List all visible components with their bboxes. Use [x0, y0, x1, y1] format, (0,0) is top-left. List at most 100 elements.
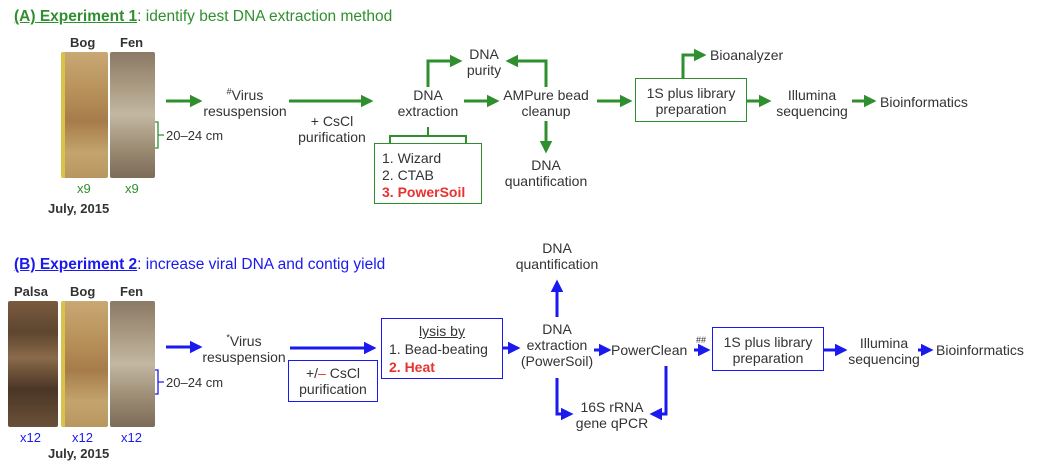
exp1-method-3: 3. PowerSoil [382, 184, 466, 200]
arrow-ampure-to-purity [505, 54, 548, 87]
exp1-dna-extraction-line1: DNA [413, 87, 443, 103]
exp2-illumina: Illumina sequencing [844, 335, 924, 367]
exp1-ampure-line1: AMPure bead [503, 87, 589, 103]
exp2-cscl: +/– CsCl purification [288, 365, 378, 397]
exp2-powerclean-sup: ## [696, 335, 707, 345]
exp2-dna-extraction: DNA extraction (PowerSoil) [512, 321, 602, 369]
exp1-dna-extraction: DNA extraction [383, 87, 473, 119]
exp2-virus-sup: * [226, 332, 230, 343]
exp2-site-bog: Bog [70, 284, 96, 299]
exp1-virus-sup: # [226, 86, 232, 97]
exp1-count-bog: x9 [77, 181, 91, 196]
exp2-cscl-line2: purification [299, 381, 367, 397]
exp2-library-line1: 1S plus library [723, 334, 813, 350]
exp1-ampure: AMPure bead cleanup [491, 87, 601, 119]
exp1-bioinformatics: Bioinformatics [880, 94, 968, 110]
exp2-illumina-line1: Illumina [859, 335, 909, 351]
exp1-header: (A) Experiment 1: identify best DNA extr… [14, 9, 392, 25]
exp1-count-fen: x9 [125, 181, 139, 196]
exp2-rrna-line2: gene qPCR [575, 415, 649, 431]
exp2-resuspension: resuspension [202, 349, 286, 365]
soil-core-fen-2 [110, 301, 155, 427]
exp2-count-bog: x12 [72, 430, 93, 445]
soil-core-fen [110, 52, 155, 178]
exp1-illumina-line2: sequencing [776, 103, 848, 119]
exp2-illumina-line2: sequencing [848, 351, 920, 367]
exp2-dna-extraction-line1: DNA [542, 321, 572, 337]
exp1-cscl-line2: purification [298, 129, 366, 145]
exp2-depth: 20–24 cm [166, 375, 224, 390]
exp1-cscl: + CsCl purification [282, 113, 382, 145]
exp2-bioinformatics: Bioinformatics [936, 342, 1024, 358]
exp2-powerclean: PowerClean [611, 342, 688, 358]
exp1-cscl-line1: + CsCl [310, 113, 354, 129]
exp1-library-line2: preparation [655, 101, 727, 117]
soil-core-bog-2 [61, 301, 108, 427]
exp1-illumina-line1: Illumina [787, 87, 837, 103]
exp1-resuspension: resuspension [203, 103, 287, 119]
exp1-dna-purity: DNA purity [444, 46, 524, 78]
arrow-extraction-to-purity [426, 54, 463, 87]
exp2-dna-extraction-line3: (PowerSoil) [520, 353, 594, 369]
exp1-dna-extraction-line2: extraction [397, 103, 459, 119]
exp2-rrna-line1: 16S rRNA [580, 399, 644, 415]
exp2-dna-quant-line1: DNA [542, 240, 572, 256]
exp2-date: July, 2015 [48, 446, 110, 461]
arrow-powerclean-to-rrna [649, 366, 668, 421]
soil-core-palsa [8, 301, 58, 427]
exp1-dna-purity-line2: purity [466, 62, 502, 78]
exp1-library-box [635, 78, 747, 122]
exp2-library-box [712, 327, 824, 371]
arrow-library-to-bioanalyzer [681, 48, 707, 78]
depth-bracket-exp1 [152, 121, 164, 149]
exp2-site-palsa: Palsa [14, 284, 48, 299]
exp1-method-2: 2. CTAB [382, 167, 434, 183]
exp2-library-line2: preparation [732, 350, 804, 366]
exp1-library: 1S plus library preparation [635, 85, 747, 117]
exp2-header-prefix: (B) Experiment 2 [14, 256, 138, 273]
exp1-dna-quant-line1: DNA [531, 157, 561, 173]
exp1-header-rest: : identify best DNA extraction method [137, 8, 393, 25]
exp1-method-1: 1. Wizard [382, 150, 442, 166]
soil-core-bog [61, 52, 108, 178]
exp1-bioanalyzer: Bioanalyzer [710, 47, 784, 63]
exp2-site-fen: Fen [120, 284, 144, 299]
exp2-lysis-method-2: 2. Heat [389, 359, 435, 375]
exp2-dna-extraction-line2: extraction [526, 337, 588, 353]
exp1-site-bog: Bog [70, 35, 96, 50]
exp1-illumina: Illumina sequencing [772, 87, 852, 119]
exp1-date: July, 2015 [48, 201, 110, 216]
exp2-cscl-prefix: +/ [305, 365, 319, 381]
exp2-lysis-title: lysis by [419, 323, 465, 339]
exp2-count-fen: x12 [121, 430, 142, 445]
depth-bracket-exp2 [152, 369, 164, 395]
exp1-methods-box [374, 143, 482, 204]
exp2-virus-resuspension: *Virus resuspension [196, 333, 292, 365]
exp2-cscl-dash: – [318, 365, 326, 381]
exp2-library: 1S plus library preparation [712, 334, 824, 366]
exp1-dna-quantification: DNA quantification [501, 157, 591, 189]
exp2-dna-quant-line2: quantification [515, 256, 599, 272]
exp2-virus-label: Virus [229, 333, 262, 349]
exp2-rrna: 16S rRNA gene qPCR [566, 399, 658, 431]
exp1-dna-purity-line1: DNA [469, 46, 499, 62]
exp2-cscl-rest: CsCl [325, 365, 361, 381]
exp1-header-prefix: (A) Experiment 1 [14, 8, 138, 25]
exp1-ampure-line2: cleanup [521, 103, 571, 119]
exp2-header: (B) Experiment 2: increase viral DNA and… [14, 257, 385, 273]
exp2-dna-quantification: DNA quantification [512, 240, 602, 272]
exp2-lysis-box [381, 318, 503, 379]
exp1-depth: 20–24 cm [166, 128, 224, 143]
exp1-library-line1: 1S plus library [646, 85, 736, 101]
exp1-dna-quant-line2: quantification [504, 173, 588, 189]
exp2-count-palsa: x12 [20, 430, 41, 445]
exp2-header-rest: : increase viral DNA and contig yield [137, 256, 386, 273]
exp2-cscl-box [288, 360, 378, 402]
exp1-virus-label: Virus [231, 87, 264, 103]
exp1-site-fen: Fen [120, 35, 144, 50]
arrow-extraction-to-rrna [555, 378, 574, 421]
methods-bracket [389, 127, 467, 143]
exp2-lysis-method-1: 1. Bead-beating [389, 341, 488, 357]
exp1-virus-resuspension: #Virus resuspension [200, 87, 290, 119]
